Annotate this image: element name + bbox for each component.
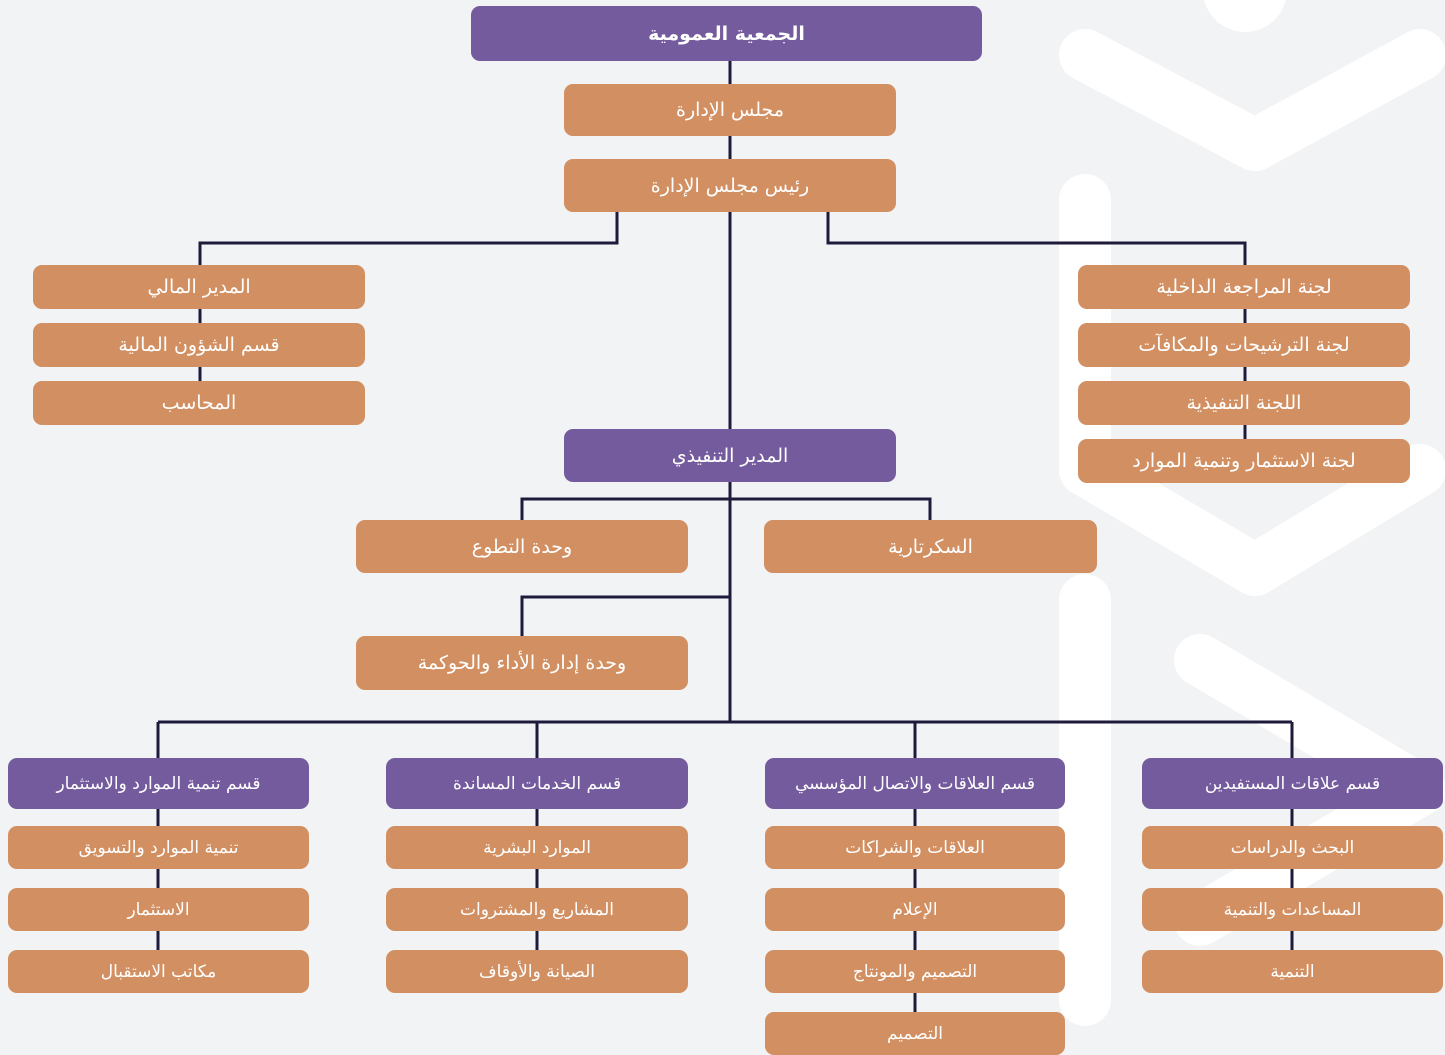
department-item: الإعلام xyxy=(765,888,1065,931)
accountant-box: المحاسب xyxy=(33,381,365,425)
committee-internal-audit-box: لجنة المراجعة الداخلية xyxy=(1078,265,1410,309)
department-item: تنمية الموارد والتسويق xyxy=(8,826,309,869)
executive-director-box: المدير التنفيذي xyxy=(564,429,896,482)
board-chairman-box: رئيس مجلس الإدارة xyxy=(564,159,896,212)
committee-nominations-box: لجنة الترشيحات والمكافآت xyxy=(1078,323,1410,367)
finance-director-box: المدير المالي xyxy=(33,265,365,309)
department-item: العلاقات والشراكات xyxy=(765,826,1065,869)
department-beneficiaries-header: قسم علاقات المستفيدين xyxy=(1142,758,1443,809)
department-item: المساعدات والتنمية xyxy=(1142,888,1443,931)
committee-investment-box: لجنة الاستثمار وتنمية الموارد xyxy=(1078,439,1410,483)
department-communication-header: قسم العلاقات والاتصال المؤسسي xyxy=(765,758,1065,809)
committee-executive-box: اللجنة التنفيذية xyxy=(1078,381,1410,425)
department-item: البحث والدراسات xyxy=(1142,826,1443,869)
department-item: المشاريع والمشتروات xyxy=(386,888,688,931)
department-item: الموارد البشرية xyxy=(386,826,688,869)
department-investment-header: قسم تنمية الموارد والاستثمار xyxy=(8,758,309,809)
finance-department-box: قسم الشؤون المالية xyxy=(33,323,365,367)
department-item: التصميم xyxy=(765,1012,1065,1055)
department-item: التصميم والمونتاج xyxy=(765,950,1065,993)
department-item: مكاتب الاستقبال xyxy=(8,950,309,993)
board-box: مجلس الإدارة xyxy=(564,84,896,136)
department-item: الصيانة والأوقاف xyxy=(386,950,688,993)
department-item: التنمية xyxy=(1142,950,1443,993)
general-assembly-box: الجمعية العمومية xyxy=(471,6,982,61)
performance-unit-box: وحدة إدارة الأداء والحوكمة xyxy=(356,636,688,690)
department-item: الاستثمار xyxy=(8,888,309,931)
department-support-header: قسم الخدمات المساندة xyxy=(386,758,688,809)
secretariat-box: السكرتارية xyxy=(764,520,1097,573)
volunteering-unit-box: وحدة التطوع xyxy=(356,520,688,573)
